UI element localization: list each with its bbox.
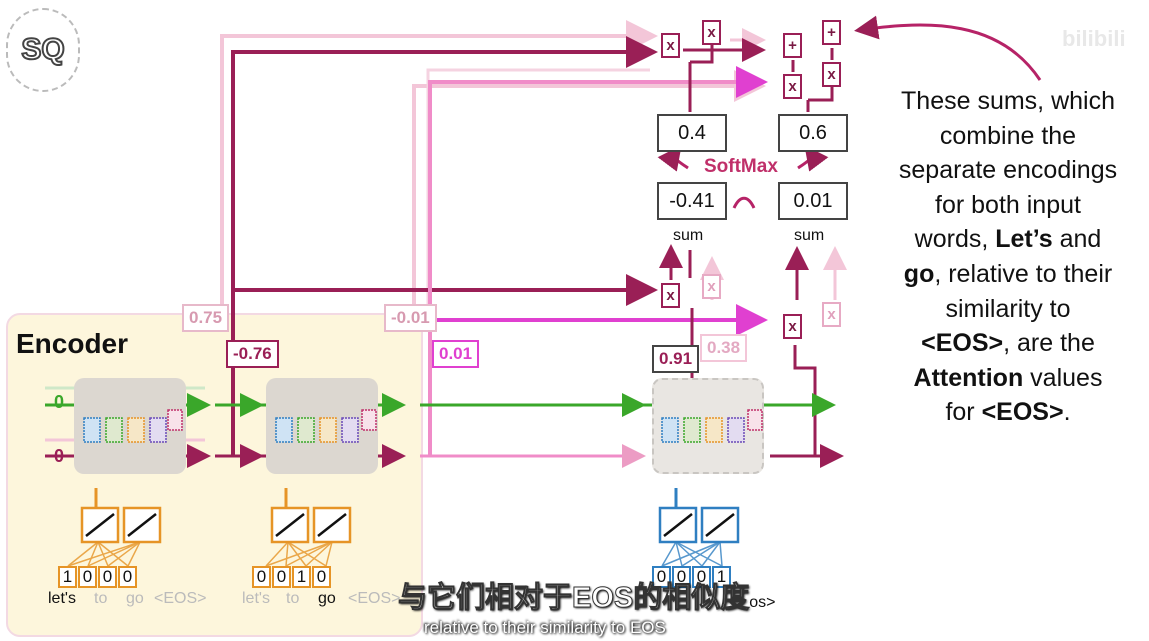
note-bold: Let’s (995, 225, 1053, 254)
softmax-input-right: 0.01 (778, 182, 848, 220)
note-text: . (1063, 398, 1071, 427)
input-digit: 0 (312, 566, 331, 588)
note-line: for <EOS>. (872, 395, 1144, 430)
mul-box-2: x (702, 20, 721, 45)
note-line: go, relative to their (872, 257, 1144, 292)
mul-box-7: x (783, 314, 802, 339)
attention-note: These sums, which combine the separate e… (872, 84, 1144, 430)
input-digit: 1 (292, 566, 311, 588)
weight-0-38: 0.38 (700, 334, 748, 362)
softmax-input-left: -0.41 (657, 182, 727, 220)
mul-box-1: x (661, 33, 680, 58)
note-text: words, (914, 225, 996, 254)
mul-box-6: x (702, 274, 721, 299)
note-text: for (945, 398, 982, 427)
watermark: bilibili (1062, 26, 1126, 51)
state-bottom-value: 0 (54, 446, 65, 466)
sum-label-right: sum (794, 227, 825, 244)
note-line: These sums, which (901, 87, 1115, 115)
note-bold: <EOS> (921, 329, 1004, 358)
input-digit: 0 (652, 566, 671, 588)
input-digit: 1 (58, 566, 77, 588)
weight-0-01: 0.01 (432, 340, 480, 368)
note-bold: Attention (913, 363, 1024, 392)
weight-0-91: 0.91 (652, 345, 700, 373)
note-text: and (1052, 225, 1102, 254)
input-digit: 1 (712, 566, 731, 588)
input-digit: 0 (98, 566, 117, 588)
word-eos: <EOS> (348, 590, 401, 607)
mul-box-3: x (783, 74, 802, 99)
input-digit: 0 (252, 566, 271, 588)
note-line: <EOS>, are the (872, 326, 1144, 361)
note-line: similarity to (945, 294, 1071, 323)
softmax-label: SoftMax (704, 156, 778, 177)
subtitle-tail: os> (749, 594, 776, 611)
input-digit: 0 (78, 566, 97, 588)
note-bold: go (903, 259, 935, 288)
note-line: separate encodings (898, 156, 1118, 185)
mul-box-8: x (822, 302, 841, 327)
note-text: values (1023, 363, 1103, 392)
note-bold: <EOS> (981, 398, 1064, 427)
input-digit: 0 (692, 566, 711, 588)
subtitle-english: relative to their similarity to EOS (424, 618, 666, 637)
word-go: go (126, 590, 144, 607)
word-lets: let's (48, 590, 76, 607)
note-text: , are the (1003, 329, 1095, 358)
softmax-output-left: 0.4 (657, 114, 727, 152)
weight-neg-0-01: -0.01 (384, 304, 437, 332)
add-box-1: + (783, 33, 802, 58)
word-to: to (94, 590, 108, 607)
word-to: to (286, 590, 300, 607)
mul-box-4: x (822, 62, 841, 87)
sq-logo-text: SQ (20, 32, 65, 67)
note-line: for both input (935, 190, 1081, 219)
note-line: words, Let’s and (872, 222, 1144, 257)
state-top-value: 0 (54, 392, 65, 412)
note-line: Attention values (872, 361, 1144, 396)
weight-0-75: 0.75 (182, 304, 230, 332)
encoder-title: Encoder (16, 328, 129, 359)
word-lets: let's (242, 590, 270, 607)
word-go: go (318, 590, 336, 607)
subtitle-chinese: 与它们相对于EOS的相似度os> (397, 574, 776, 616)
weight-neg-0-76: -0.76 (226, 340, 279, 368)
word-eos: <EOS> (154, 590, 207, 607)
note-text: , relative to their (934, 259, 1113, 288)
sq-logo: SQ (6, 8, 80, 92)
softmax-output-right: 0.6 (778, 114, 848, 152)
subtitle-chinese-text: 与它们相对于EOS的相似度 (397, 582, 750, 615)
sum-label-left: sum (673, 227, 704, 244)
note-line: combine the (939, 121, 1077, 150)
input-digit: 0 (118, 566, 137, 588)
input-digit: 0 (672, 566, 691, 588)
add-box-2: + (822, 20, 841, 45)
mul-box-5: x (661, 283, 680, 308)
input-digit: 0 (272, 566, 291, 588)
